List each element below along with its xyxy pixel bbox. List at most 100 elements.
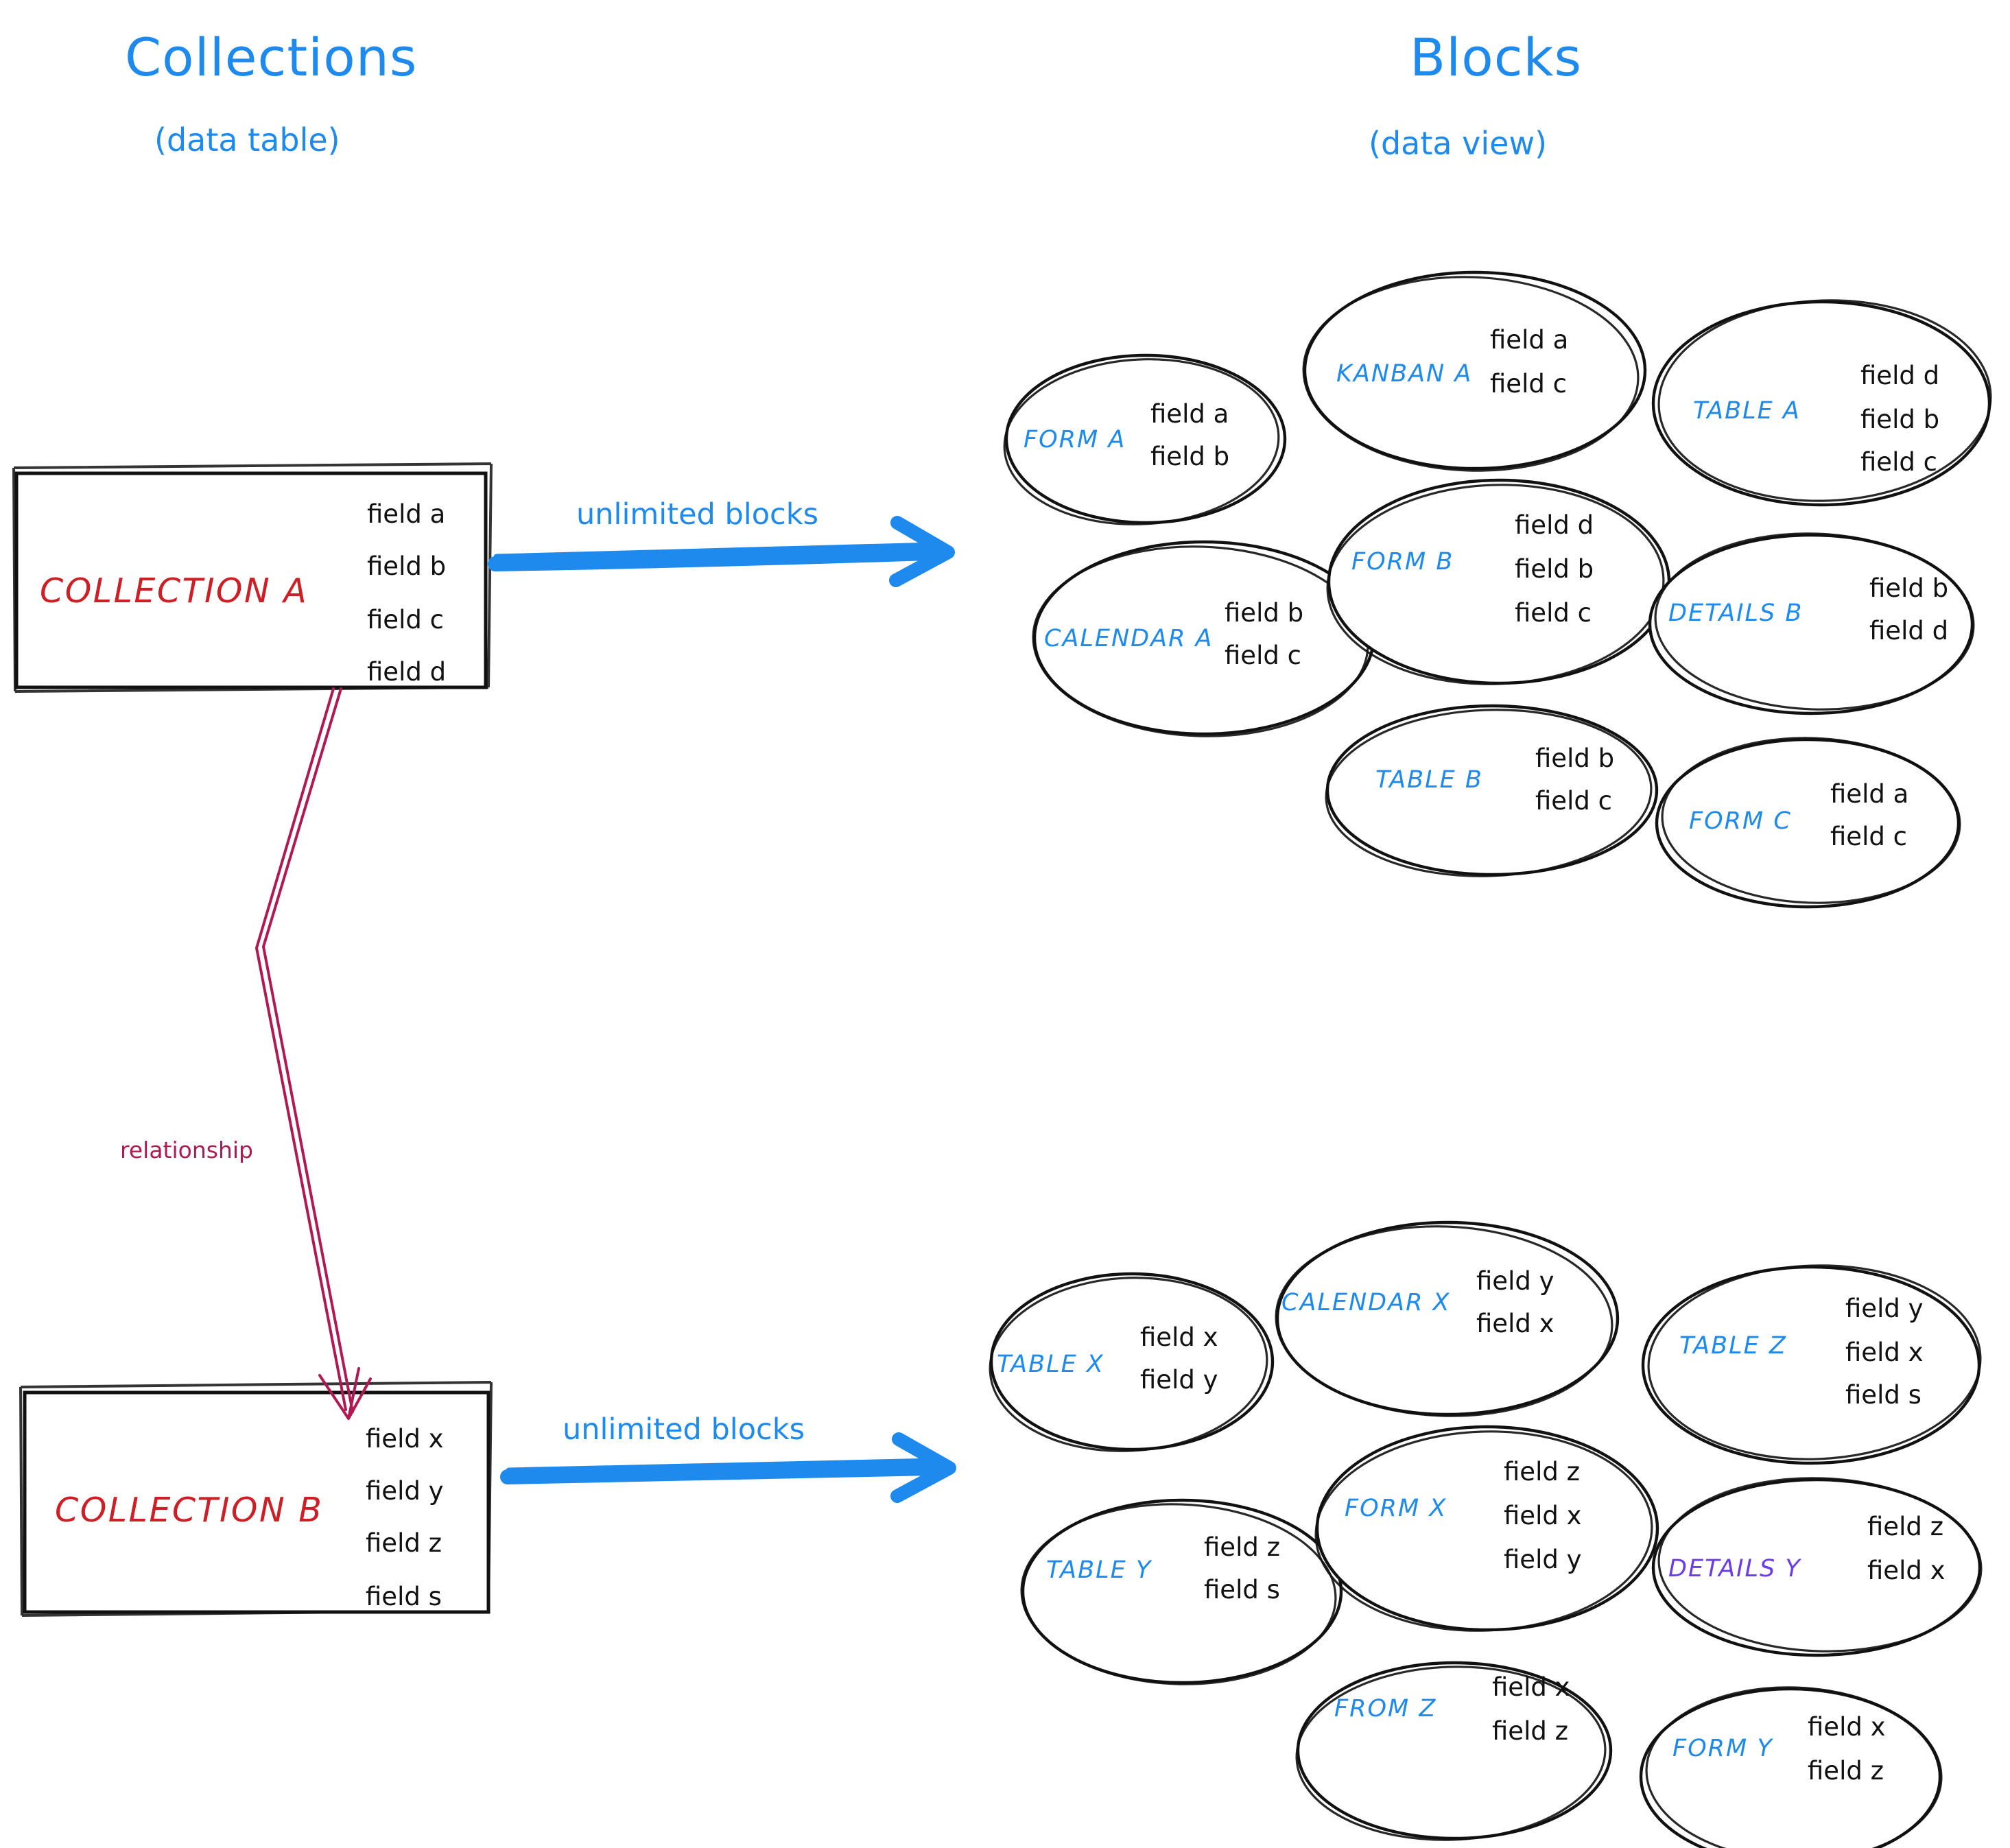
collection-b-name: COLLECTION B: [55, 1491, 323, 1530]
arrow-a-shaft-ghost: [493, 542, 938, 560]
block-form-b-label: FORM B: [1351, 548, 1454, 576]
block-table-a-ellipse-ghost: [1657, 299, 1992, 502]
block-form-y-field-0: field x: [1808, 1712, 1886, 1742]
collection-b-box: [23, 1390, 490, 1614]
block-table-z-field-1: field x: [1845, 1338, 1924, 1367]
block-form-x-field-0: field z: [1504, 1457, 1580, 1486]
block-from-z-label: FROM Z: [1334, 1695, 1436, 1722]
block-form-x[interactable]: FORM X field z field x field y: [1312, 1425, 1659, 1637]
block-details-y-field-1: field x: [1867, 1556, 1946, 1585]
block-kanban-a-ellipse: [1303, 270, 1647, 471]
block-form-y[interactable]: FORM Y field x field z: [1639, 1683, 1944, 1848]
block-calendar-a[interactable]: CALENDAR A field b field c: [1030, 540, 1375, 742]
block-table-x[interactable]: TABLE X field x field y: [986, 1271, 1275, 1458]
block-form-b-field-2: field c: [1515, 598, 1592, 628]
block-calendar-a-field-0: field b: [1225, 598, 1303, 628]
block-table-y-ellipse-ghost: [1020, 1503, 1337, 1685]
block-form-b-field-0: field d: [1515, 510, 1594, 540]
block-table-z-ellipse-ghost: [1647, 1264, 1982, 1460]
block-table-b-field-0: field b: [1535, 744, 1614, 773]
collection-a-field-0: field a: [367, 499, 445, 529]
block-details-y-ellipse: [1651, 1478, 1982, 1657]
block-table-a-field-0: field d: [1860, 361, 1939, 390]
block-table-z[interactable]: TABLE Z field y field x field s: [1641, 1260, 1984, 1465]
block-form-c-ellipse-ghost: [1661, 737, 1961, 904]
block-calendar-x-ellipse: [1275, 1220, 1620, 1417]
arrow-a-label: unlimited blocks: [576, 497, 818, 532]
block-table-y[interactable]: TABLE Y field z field s: [1019, 1498, 1343, 1690]
block-table-x-label: TABLE X: [997, 1351, 1104, 1378]
block-form-a-field-1: field b: [1150, 442, 1229, 471]
block-table-b[interactable]: TABLE B field b field c: [1323, 704, 1659, 881]
block-kanban-a-field-1: field c: [1490, 369, 1567, 399]
arrow-b-label: unlimited blocks: [563, 1412, 805, 1447]
block-table-b-ellipse-ghost: [1325, 709, 1653, 877]
collection-a-field-3: field d: [367, 657, 446, 687]
block-form-c-ellipse: [1655, 737, 1961, 909]
block-form-a[interactable]: FORM A field a field b: [1000, 353, 1287, 532]
arrow-b-head: [890, 1432, 956, 1503]
heading-blocks: Blocks (data view): [1369, 27, 1582, 162]
block-details-y-field-0: field z: [1867, 1512, 1943, 1541]
block-table-x-field-1: field y: [1140, 1365, 1218, 1395]
block-from-z-field-1: field z: [1492, 1716, 1568, 1746]
block-table-a-field-2: field c: [1860, 447, 1937, 477]
block-table-b-label: TABLE B: [1375, 766, 1483, 794]
block-form-x-ellipse: [1315, 1425, 1659, 1632]
block-details-b[interactable]: DETAILS B field b field d: [1648, 528, 1976, 715]
block-details-y[interactable]: DETAILS Y field z field x: [1651, 1473, 1984, 1657]
heading-collections-subtitle: (data table): [154, 121, 340, 158]
block-details-b-ellipse-ghost: [1654, 532, 1975, 711]
block-form-c-field-0: field a: [1830, 779, 1908, 809]
block-form-x-label: FORM X: [1345, 1495, 1447, 1522]
block-table-z-ellipse: [1641, 1265, 1981, 1465]
block-form-y-field-1: field z: [1808, 1756, 1884, 1786]
block-table-z-field-0: field y: [1845, 1294, 1924, 1323]
arrow-unlimited-blocks-a: unlimited blocks: [488, 497, 955, 587]
block-form-x-field-1: field x: [1504, 1501, 1582, 1530]
block-calendar-x-label: CALENDAR X: [1281, 1289, 1451, 1316]
block-kanban-a-field-0: field a: [1490, 325, 1568, 355]
relationship-connector: relationship: [120, 687, 372, 1420]
block-form-b[interactable]: FORM B field d field b field c: [1324, 478, 1671, 690]
relationship-line-2: [262, 687, 354, 1413]
block-from-z-ellipse-ghost: [1295, 1666, 1607, 1841]
arrow-unlimited-blocks-b: unlimited blocks: [500, 1412, 956, 1503]
collection-b-field-3: field s: [366, 1582, 442, 1611]
block-form-c-label: FORM C: [1689, 807, 1792, 835]
block-table-x-field-0: field x: [1140, 1323, 1218, 1352]
block-form-b-ellipse: [1327, 478, 1671, 685]
block-form-c-field-1: field c: [1830, 822, 1907, 851]
block-calendar-x-field-1: field x: [1476, 1309, 1554, 1338]
block-calendar-x[interactable]: CALENDAR X field y field x: [1273, 1220, 1620, 1422]
block-form-b-field-1: field b: [1515, 554, 1594, 584]
block-form-x-field-2: field y: [1504, 1545, 1582, 1574]
collection-b-card[interactable]: COLLECTION B field x field y field z fie…: [19, 1381, 493, 1617]
heading-blocks-title: Blocks: [1410, 27, 1582, 88]
block-table-z-field-2: field s: [1845, 1380, 1922, 1410]
block-table-a-field-1: field b: [1860, 405, 1939, 434]
block-from-z[interactable]: FROM Z field x field z: [1294, 1661, 1613, 1845]
collection-b-field-2: field z: [366, 1528, 442, 1558]
block-table-y-field-0: field z: [1204, 1532, 1280, 1562]
block-table-y-field-1: field s: [1204, 1575, 1280, 1604]
block-table-a-label: TABLE A: [1693, 397, 1801, 425]
block-table-y-label: TABLE Y: [1046, 1556, 1152, 1584]
block-details-y-label: DETAILS Y: [1668, 1555, 1801, 1583]
block-form-x-ellipse-ghost: [1314, 1430, 1653, 1632]
block-form-c[interactable]: FORM C field a field c: [1655, 733, 1963, 909]
heading-collections: Collections (data table): [125, 27, 417, 158]
block-form-a-field-0: field a: [1150, 399, 1229, 429]
heading-blocks-subtitle: (data view): [1369, 125, 1547, 162]
block-table-z-label: TABLE Z: [1679, 1332, 1787, 1360]
block-table-x-ellipse-ghost: [989, 1277, 1268, 1452]
block-kanban-a-ellipse-ghost: [1302, 276, 1640, 472]
block-calendar-a-field-1: field c: [1225, 641, 1301, 670]
block-kanban-a[interactable]: KANBAN A field a field c: [1300, 270, 1647, 477]
collection-a-card[interactable]: COLLECTION A field a field b field c fie…: [12, 462, 493, 693]
block-table-a[interactable]: TABLE A field d field b field c: [1651, 295, 1994, 507]
block-form-y-ellipse: [1639, 1687, 1942, 1848]
arrow-a-shaft: [488, 545, 937, 571]
block-form-a-label: FORM A: [1024, 426, 1126, 453]
block-details-b-label: DETAILS B: [1668, 600, 1803, 627]
